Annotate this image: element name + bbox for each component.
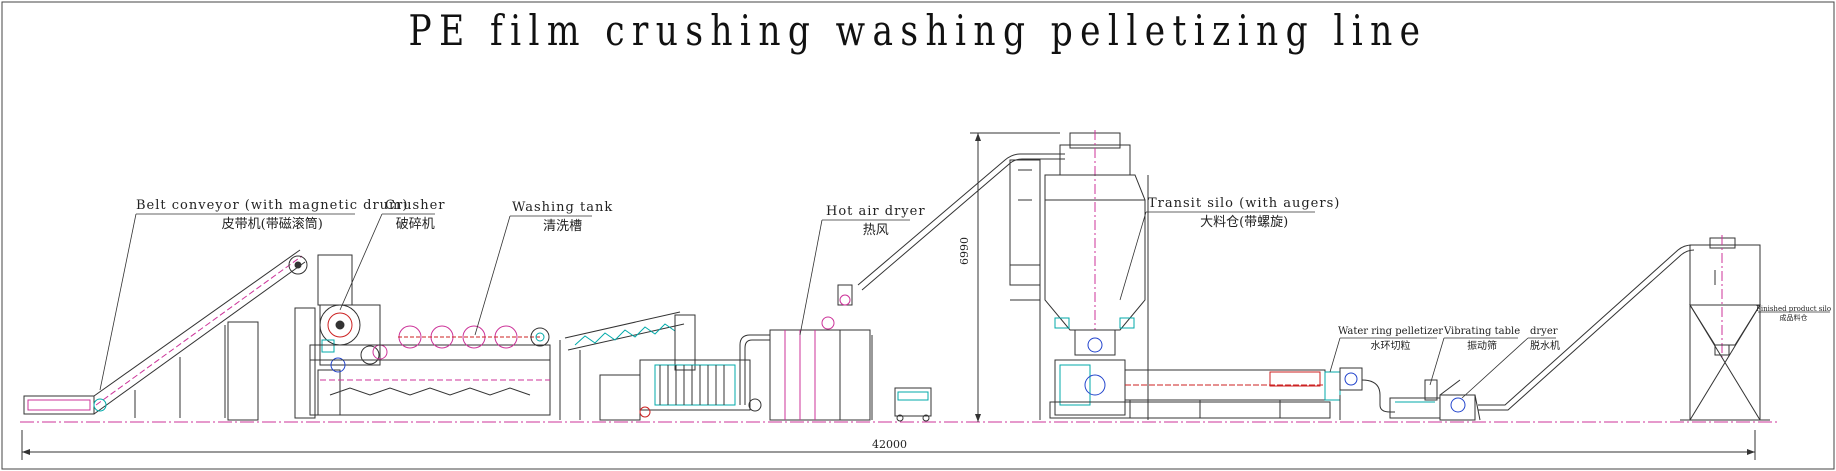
drawing-title: PE film crushing washing pelletizing lin… [408, 6, 1428, 55]
height-dimension-value: 6990 [958, 237, 971, 265]
label-crusher-zh: 破碎机 [395, 217, 435, 232]
label-washing-tank: Washing tank 清洗槽 [512, 200, 613, 234]
transit-silo [1009, 130, 1149, 420]
crusher [294, 254, 388, 419]
length-dimension-value: 42000 [872, 438, 907, 451]
label-vibrating-table-zh: 振动筛 [1467, 341, 1498, 352]
label-dryer-zh: 脱水机 [1530, 341, 1560, 352]
label-finished-product-silo-zh: 成品料仓 [1779, 314, 1808, 322]
label-dryer-en: dryer [1530, 326, 1558, 337]
friction-washer [564, 311, 696, 421]
label-belt-conveyor: Belt conveyor (with magnetic drum) 皮带机(带… [136, 198, 408, 232]
label-water-ring-pelletizer-en: Water ring pelletizer [1338, 326, 1444, 337]
storage-cart [894, 387, 932, 422]
finished-product-silo [1680, 235, 1770, 421]
label-hot-air-dryer: Hot air dryer 热风 [826, 204, 926, 238]
label-transit-silo-en: Transit silo (with augers) [1148, 196, 1341, 211]
dewater-unit [639, 359, 762, 418]
label-washing-tank-en: Washing tank [512, 200, 614, 215]
label-belt-conveyor-zh: 皮带机(带磁滚筒) [221, 217, 323, 232]
label-crusher-en: Crusher [385, 198, 446, 213]
leader-lines [99, 211, 1830, 399]
label-washing-tank-zh: 清洗槽 [543, 219, 583, 234]
label-water-ring-pelletizer-zh: 水环切粒 [1370, 341, 1411, 352]
label-hot-air-dryer-en: Hot air dryer [826, 204, 926, 219]
label-finished-product-silo-en: Finished product silo [1756, 305, 1832, 313]
vibrating-table [1389, 379, 1461, 419]
label-hot-air-dryer-zh: 热风 [862, 223, 889, 238]
dewatering-dryer [1439, 394, 1481, 421]
washing-tank [309, 325, 561, 420]
water-ring-pelletizer [1339, 367, 1395, 420]
label-dryer: dryer 脱水机 [1530, 326, 1560, 352]
extruder [1049, 359, 1341, 419]
belt-conveyor [23, 249, 308, 421]
label-finished-product-silo: Finished product silo 成品料仓 [1756, 305, 1831, 323]
length-dimension [21, 430, 1756, 460]
label-vibrating-table: Vibrating table 振动筛 [1444, 326, 1520, 352]
label-water-ring-pelletizer: Water ring pelletizer 水环切粒 [1338, 326, 1443, 352]
label-transit-silo-zh: 大料仓(带螺旋) [1200, 215, 1289, 230]
height-dimension [970, 132, 1060, 422]
label-transit-silo: Transit silo (with augers) 大料仓(带螺旋) [1148, 196, 1340, 230]
label-crusher: Crusher 破碎机 [385, 198, 446, 232]
hot-air-dryer [739, 284, 873, 421]
label-belt-conveyor-en: Belt conveyor (with magnetic drum) [136, 198, 409, 213]
label-vibrating-table-en: Vibrating table [1444, 326, 1521, 337]
